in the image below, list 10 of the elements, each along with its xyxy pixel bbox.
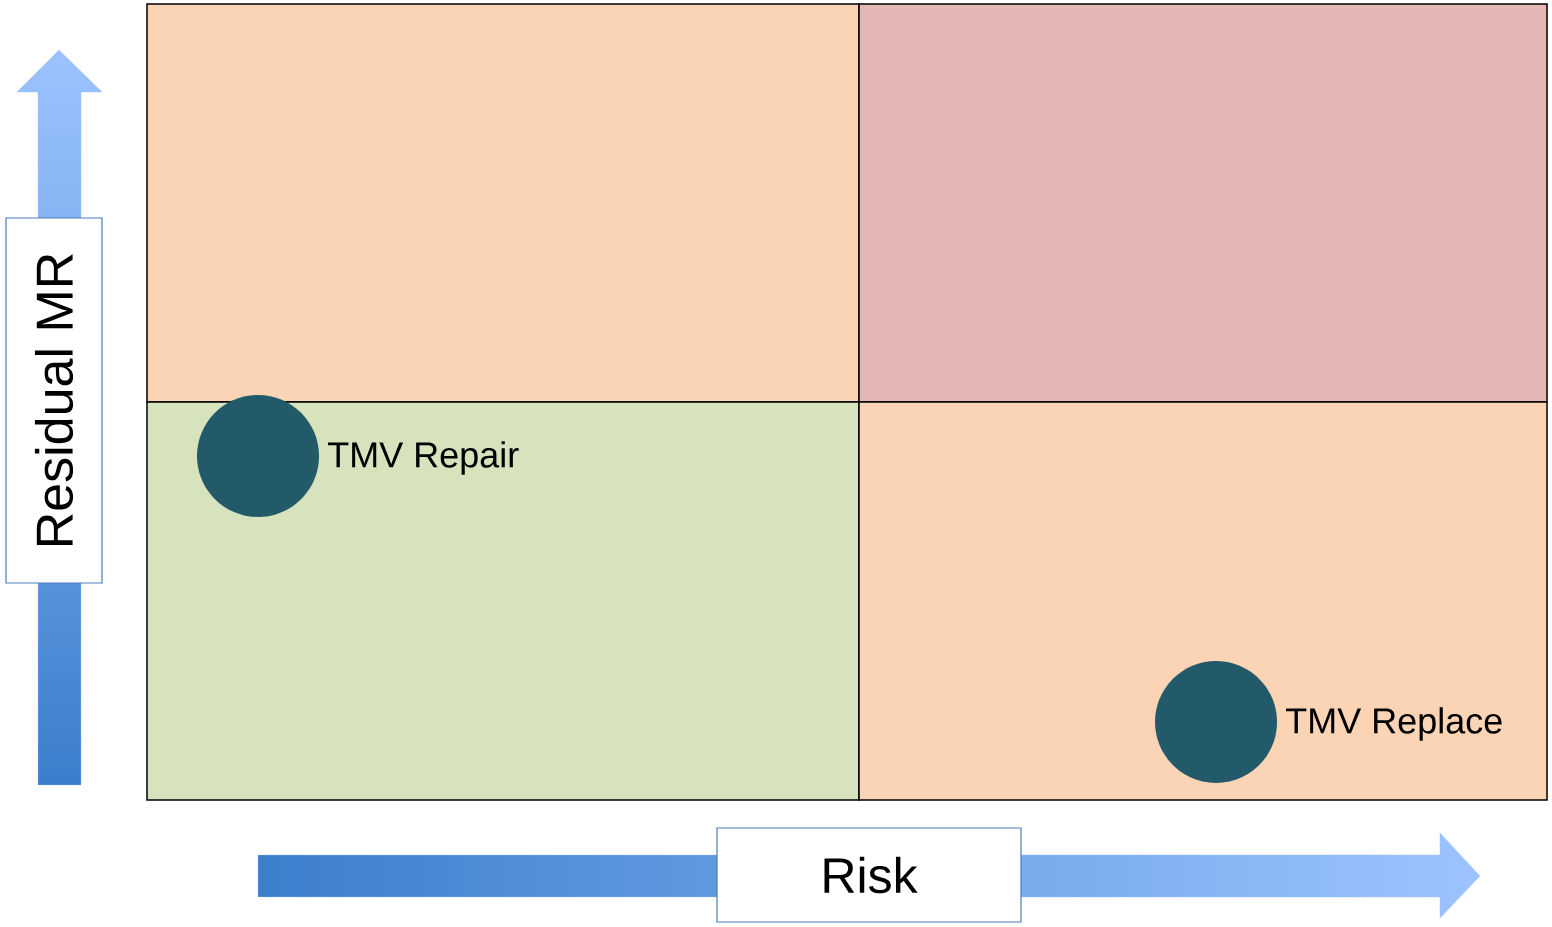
quadrant-box [146,401,860,801]
quadrant-box [146,3,860,403]
data-point-circle [197,395,319,517]
quadrant-box [858,401,1548,801]
point-label: TMV Repair [328,441,519,475]
data-point-circle [1155,661,1277,783]
quadrant-box [858,3,1548,403]
point-label: TMV Replace [1286,707,1502,741]
axis-label-box: Residual MR [5,217,103,584]
axis-label-box: Risk [716,827,1022,923]
